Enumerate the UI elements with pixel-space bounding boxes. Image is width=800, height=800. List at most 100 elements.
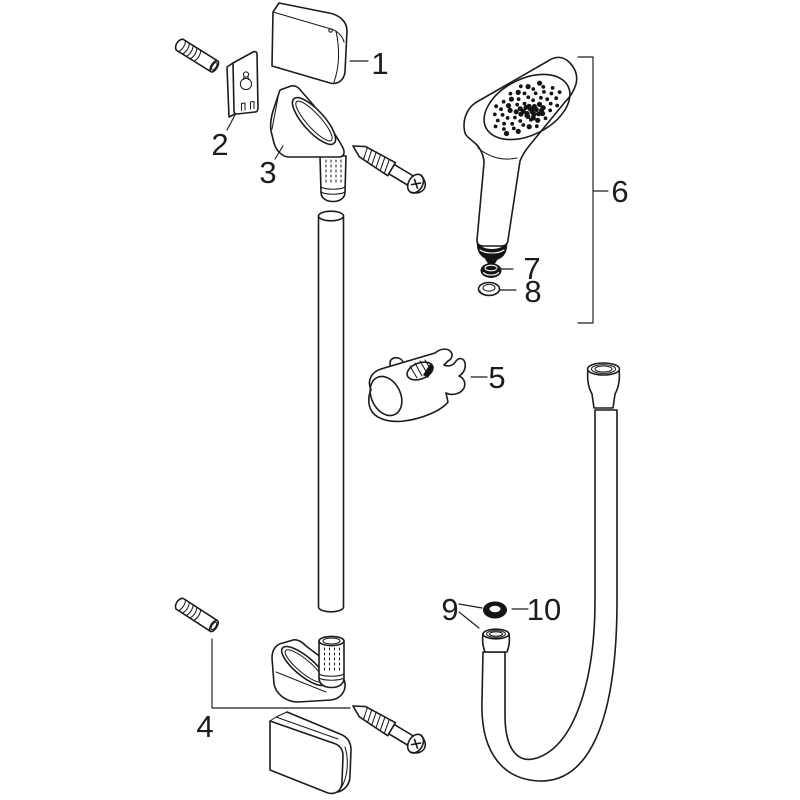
nozzle-dot	[502, 121, 506, 126]
callout-1-label: 1	[371, 46, 388, 81]
fixing-screw-bottom	[347, 696, 431, 759]
hose-nut-top	[586, 362, 621, 409]
nozzle-dot	[522, 91, 527, 96]
wall-mount-plate	[226, 50, 259, 118]
callout-7: 7	[496, 251, 541, 286]
callouts: 1 2 3 4 5 6 7 8	[196, 46, 628, 744]
callout-6: 6	[577, 56, 629, 324]
handle-connector-end	[476, 242, 508, 264]
callout-9-label: 9	[441, 592, 458, 627]
nozzle-dot	[539, 95, 543, 100]
nozzle-dot	[511, 126, 516, 131]
nozzle-dot	[513, 115, 517, 120]
wall-plug-top	[172, 36, 222, 75]
callout-5: 5	[470, 360, 506, 395]
nozzle-dot	[531, 87, 536, 91]
callout-2: 2	[211, 114, 236, 162]
nozzle-dot	[536, 111, 542, 117]
nozzle-dot	[537, 80, 543, 86]
lower-rail-bracket	[271, 635, 346, 703]
nozzle-dot	[518, 119, 523, 123]
nozzle-dot	[522, 101, 527, 106]
callout-5-label: 5	[488, 360, 505, 395]
rail-tube	[317, 210, 345, 613]
nozzle-dot	[501, 99, 506, 104]
filter-insert	[480, 263, 502, 278]
nozzle-dot	[521, 123, 526, 127]
nozzle-dot	[502, 127, 506, 131]
nozzle-dot	[510, 121, 515, 126]
shower-holder-slider	[367, 348, 467, 423]
nozzle-dot	[494, 104, 498, 109]
nozzle-dot	[495, 118, 500, 123]
nozzle-dot	[516, 97, 521, 101]
callout-7-label: 7	[523, 251, 540, 286]
wall-plug-bottom	[172, 595, 221, 634]
nozzle-dot	[527, 106, 533, 112]
nozzle-dot	[518, 111, 524, 117]
nozzle-dot	[543, 116, 548, 121]
callout-10: 10	[511, 592, 561, 627]
nozzle-dot	[523, 105, 529, 110]
nozzle-dot	[505, 103, 512, 109]
nozzle-dot	[517, 106, 523, 112]
hose-nut-bottom	[481, 628, 511, 653]
nozzle-dot	[530, 115, 536, 121]
nozzle-dot	[526, 124, 532, 130]
cover-cap-top	[271, 2, 348, 85]
nozzle-dot	[513, 109, 519, 115]
nozzle-dot	[548, 108, 553, 113]
nozzle-dot	[525, 84, 531, 90]
expansion-plug-bottom	[318, 635, 345, 689]
nozzle-dot	[557, 90, 562, 94]
keyhole-slot	[239, 77, 253, 91]
nozzle-dot	[542, 90, 546, 94]
hose-gasket	[483, 601, 507, 619]
nozzle-dot	[550, 86, 555, 90]
nozzle-dot	[507, 107, 513, 113]
nozzle-dot	[539, 108, 544, 113]
callout-2-label: 2	[211, 127, 228, 162]
nozzle-dot	[531, 98, 535, 103]
upper-fixing-set	[172, 2, 431, 203]
callout-10-label: 10	[527, 592, 561, 627]
hand-shower	[463, 56, 578, 297]
nozzle-dot	[499, 107, 503, 112]
nozzle-dot	[525, 114, 531, 120]
nozzle-dot	[505, 116, 510, 120]
nozzle-dot	[555, 103, 560, 108]
cover-cap-bottom	[269, 711, 352, 795]
spray-face-dots	[492, 80, 562, 137]
callout-8: 8	[499, 274, 542, 309]
spray-face-rim	[483, 73, 571, 141]
nozzle-dot	[508, 96, 514, 102]
fixing-screw-top	[347, 136, 431, 199]
sealing-ring	[477, 281, 501, 297]
callout-8-label: 8	[524, 274, 541, 309]
bracket-face	[291, 96, 337, 146]
nozzle-dot	[541, 85, 546, 89]
nozzle-dot	[534, 124, 539, 129]
nozzle-dot	[493, 124, 498, 129]
nozzle-dot	[535, 117, 541, 123]
nozzle-dot	[515, 89, 521, 95]
nozzle-dot	[492, 112, 497, 117]
callout-4: 4	[196, 638, 351, 744]
nozzle-dot	[515, 102, 520, 107]
nozzle-dot	[508, 91, 513, 96]
upper-rail-bracket	[269, 85, 347, 203]
shower-hose	[481, 362, 621, 782]
nozzle-dot	[518, 84, 523, 89]
nozzle-dot	[533, 91, 538, 96]
nozzle-dot	[526, 95, 531, 100]
lower-fixing-set	[172, 595, 431, 795]
callout-3-label: 3	[259, 155, 276, 190]
nozzle-dot	[554, 96, 559, 101]
callout-9: 9	[441, 592, 483, 629]
nozzle-dot	[545, 97, 550, 102]
nozzle-dot	[549, 91, 554, 96]
callout-1: 1	[349, 46, 389, 81]
callout-3: 3	[259, 145, 284, 190]
